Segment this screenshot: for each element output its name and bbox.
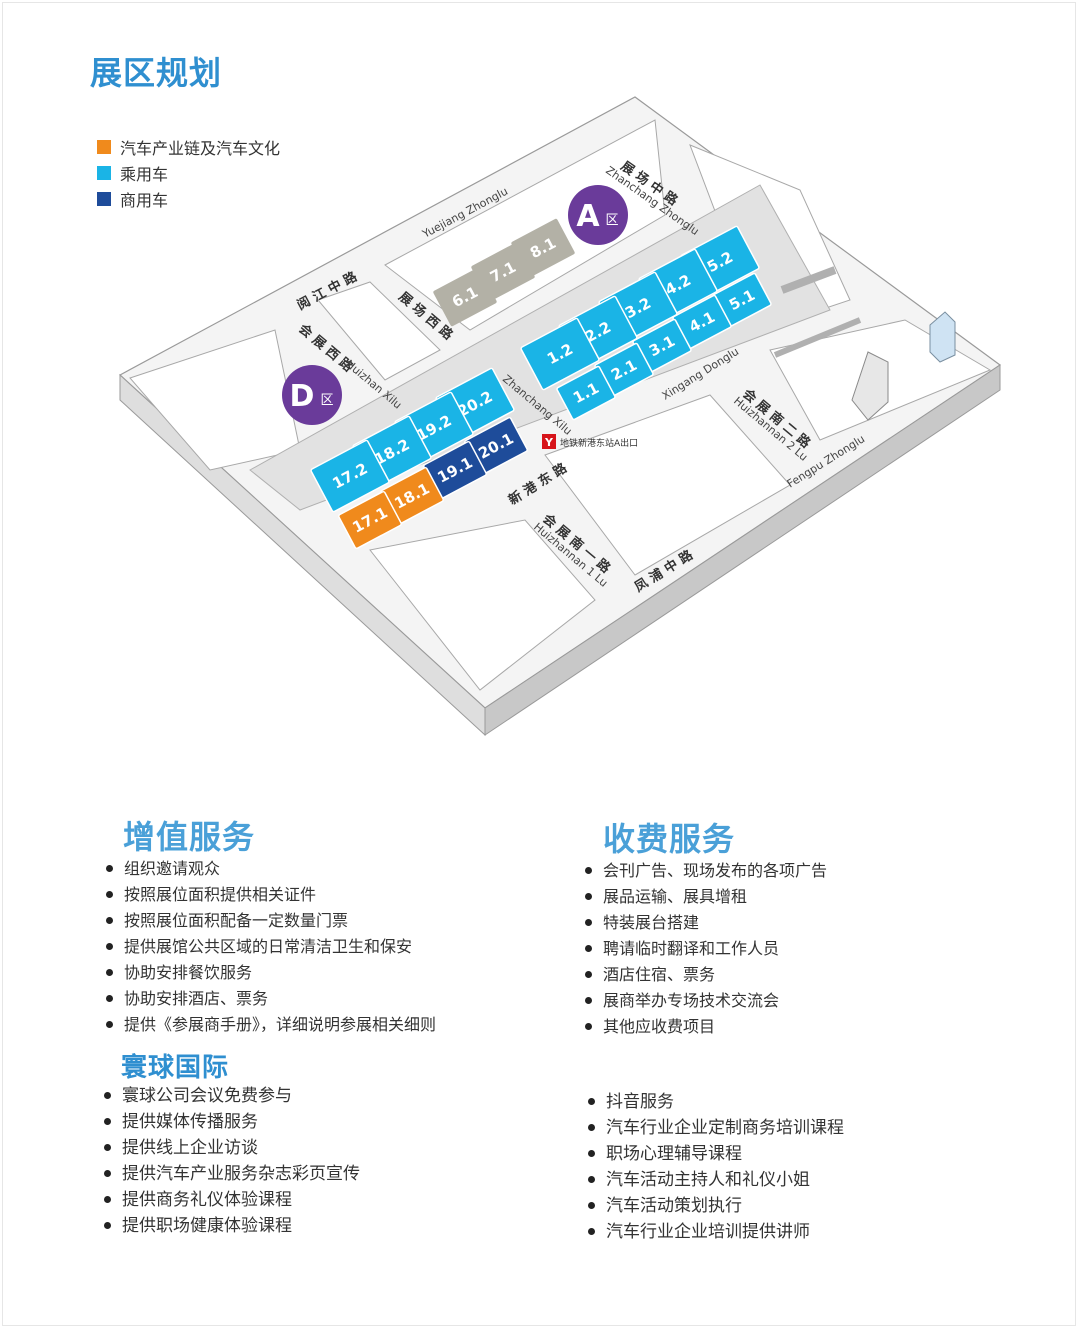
- list-item: 聘请临时翻译和工作人员: [585, 936, 827, 962]
- list-item: 汽车活动主持人和礼仪小姐: [588, 1167, 844, 1193]
- halls-commercial: 20.1 19.1: [423, 416, 528, 500]
- hall-17-2: [310, 439, 390, 513]
- list-item: 汽车行业企业培训提供讲师: [588, 1219, 844, 1245]
- zone-a-badge: A 区: [568, 185, 628, 245]
- zone-d-letter: D: [290, 379, 315, 414]
- legend-label: 商用车: [120, 191, 169, 210]
- list-item: 汽车行业企业定制商务培训课程: [588, 1115, 844, 1141]
- metro-Y-icon: [542, 434, 556, 449]
- east-walkway-2: [773, 317, 862, 358]
- value-added-list: 组织邀请观众 按照展位面积提供相关证件 按照展位面积配备一定数量门票 提供展馆公…: [106, 856, 436, 1038]
- list-item: 协助安排餐饮服务: [106, 960, 436, 986]
- list-item: 寰球公司会议免费参与: [104, 1083, 360, 1109]
- block-north-west: [317, 281, 441, 381]
- hall-1-1: [556, 365, 616, 421]
- list-item: 按照展位面积提供相关证件: [106, 882, 436, 908]
- list-item: 提供商务礼仪体验课程: [104, 1187, 360, 1213]
- list-item: 汽车活动策划执行: [588, 1193, 844, 1219]
- halls-passenger: 5.2 4.2 3.2 2.2 1.2 5.1 4.1 3.1 2.1 1.1 …: [310, 225, 772, 513]
- legend: 汽车产业链及汽车文化 乘用车 商用车: [97, 134, 280, 212]
- legend-swatch-orange: [97, 140, 111, 154]
- zone-d-suffix: 区: [320, 393, 333, 408]
- metro-marker: Y 地铁新港东站A出口: [542, 434, 638, 449]
- tower-building-icon: [851, 311, 956, 421]
- paid-list: 会刊广告、现场发布的各项广告 展品运输、展具增租 特装展台搭建 聘请临时翻译和工…: [585, 858, 827, 1040]
- list-item: 特装展台搭建: [585, 910, 827, 936]
- list-item: 提供职场健康体验课程: [104, 1213, 360, 1239]
- zone-a-suffix: 区: [605, 213, 618, 228]
- list-item: 酒店住宿、票务: [585, 962, 827, 988]
- venue-map: 8.1 7.1 6.1 5.2 4.2 3.2 2.2 1.2 5.1 4.1 …: [118, 96, 1002, 737]
- list-item: 按照展位面积配备一定数量门票: [106, 908, 436, 934]
- block-center-south: [544, 394, 791, 576]
- list-item: 提供媒体传播服务: [104, 1109, 360, 1135]
- zone-a-letter: A: [576, 199, 600, 234]
- legend-label: 乘用车: [120, 165, 169, 184]
- block-south-west: [369, 519, 596, 691]
- list-item: 提供线上企业访谈: [104, 1135, 360, 1161]
- east-walkway: [780, 266, 837, 294]
- legend-item-culture: 汽车产业链及汽车文化: [97, 134, 280, 160]
- map-platform-right-side: [484, 364, 1001, 736]
- list-item: 抖音服务: [588, 1089, 844, 1115]
- paid-title: 收费服务: [603, 820, 736, 858]
- list-item: 其他应收费项目: [585, 1014, 827, 1040]
- list-item: 职场心理辅导课程: [588, 1141, 844, 1167]
- global-title: 寰球国际: [121, 1053, 230, 1083]
- list-item: 提供汽车产业服务杂志彩页宣传: [104, 1161, 360, 1187]
- halls-culture: 18.1 17.1: [338, 466, 444, 550]
- hall-17-1: [338, 490, 402, 550]
- legend-label: 汽车产业链及汽车文化: [120, 139, 281, 158]
- legend-swatch-navy: [97, 192, 111, 206]
- list-item: 协助安排酒店、票务: [106, 986, 436, 1012]
- legend-item-commercial: 商用车: [97, 186, 280, 212]
- block-west: [129, 329, 301, 471]
- list-item: 展品运输、展具增租: [585, 884, 827, 910]
- list-item: 提供展馆公共区域的日常清洁卫生和保安: [106, 934, 436, 960]
- metro-label: 地铁新港东站A出口: [560, 437, 638, 449]
- legend-item-passenger: 乘用车: [97, 160, 280, 186]
- value-added-title: 增值服务: [123, 818, 256, 856]
- list-item: 会刊广告、现场发布的各项广告: [585, 858, 827, 884]
- global-right-list: 抖音服务 汽车行业企业定制商务培训课程 职场心理辅导课程 汽车活动主持人和礼仪小…: [588, 1089, 844, 1245]
- list-item: 展商举办专场技术交流会: [585, 988, 827, 1014]
- legend-swatch-cyan: [97, 166, 111, 180]
- hall-6-1: [433, 267, 497, 327]
- hall-1-2: [520, 317, 600, 391]
- svg-text:Y: Y: [544, 436, 554, 449]
- page-title: 展区规划: [90, 54, 223, 92]
- list-item: 组织邀请观众: [106, 856, 436, 882]
- global-left-list: 寰球公司会议免费参与 提供媒体传播服务 提供线上企业访谈 提供汽车产业服务杂志彩…: [104, 1083, 360, 1239]
- halls-other: 8.1 7.1 6.1: [433, 218, 575, 327]
- zone-d-badge: D 区: [282, 365, 342, 425]
- list-item: 提供《参展商手册》，详细说明参展相关细则: [106, 1012, 436, 1038]
